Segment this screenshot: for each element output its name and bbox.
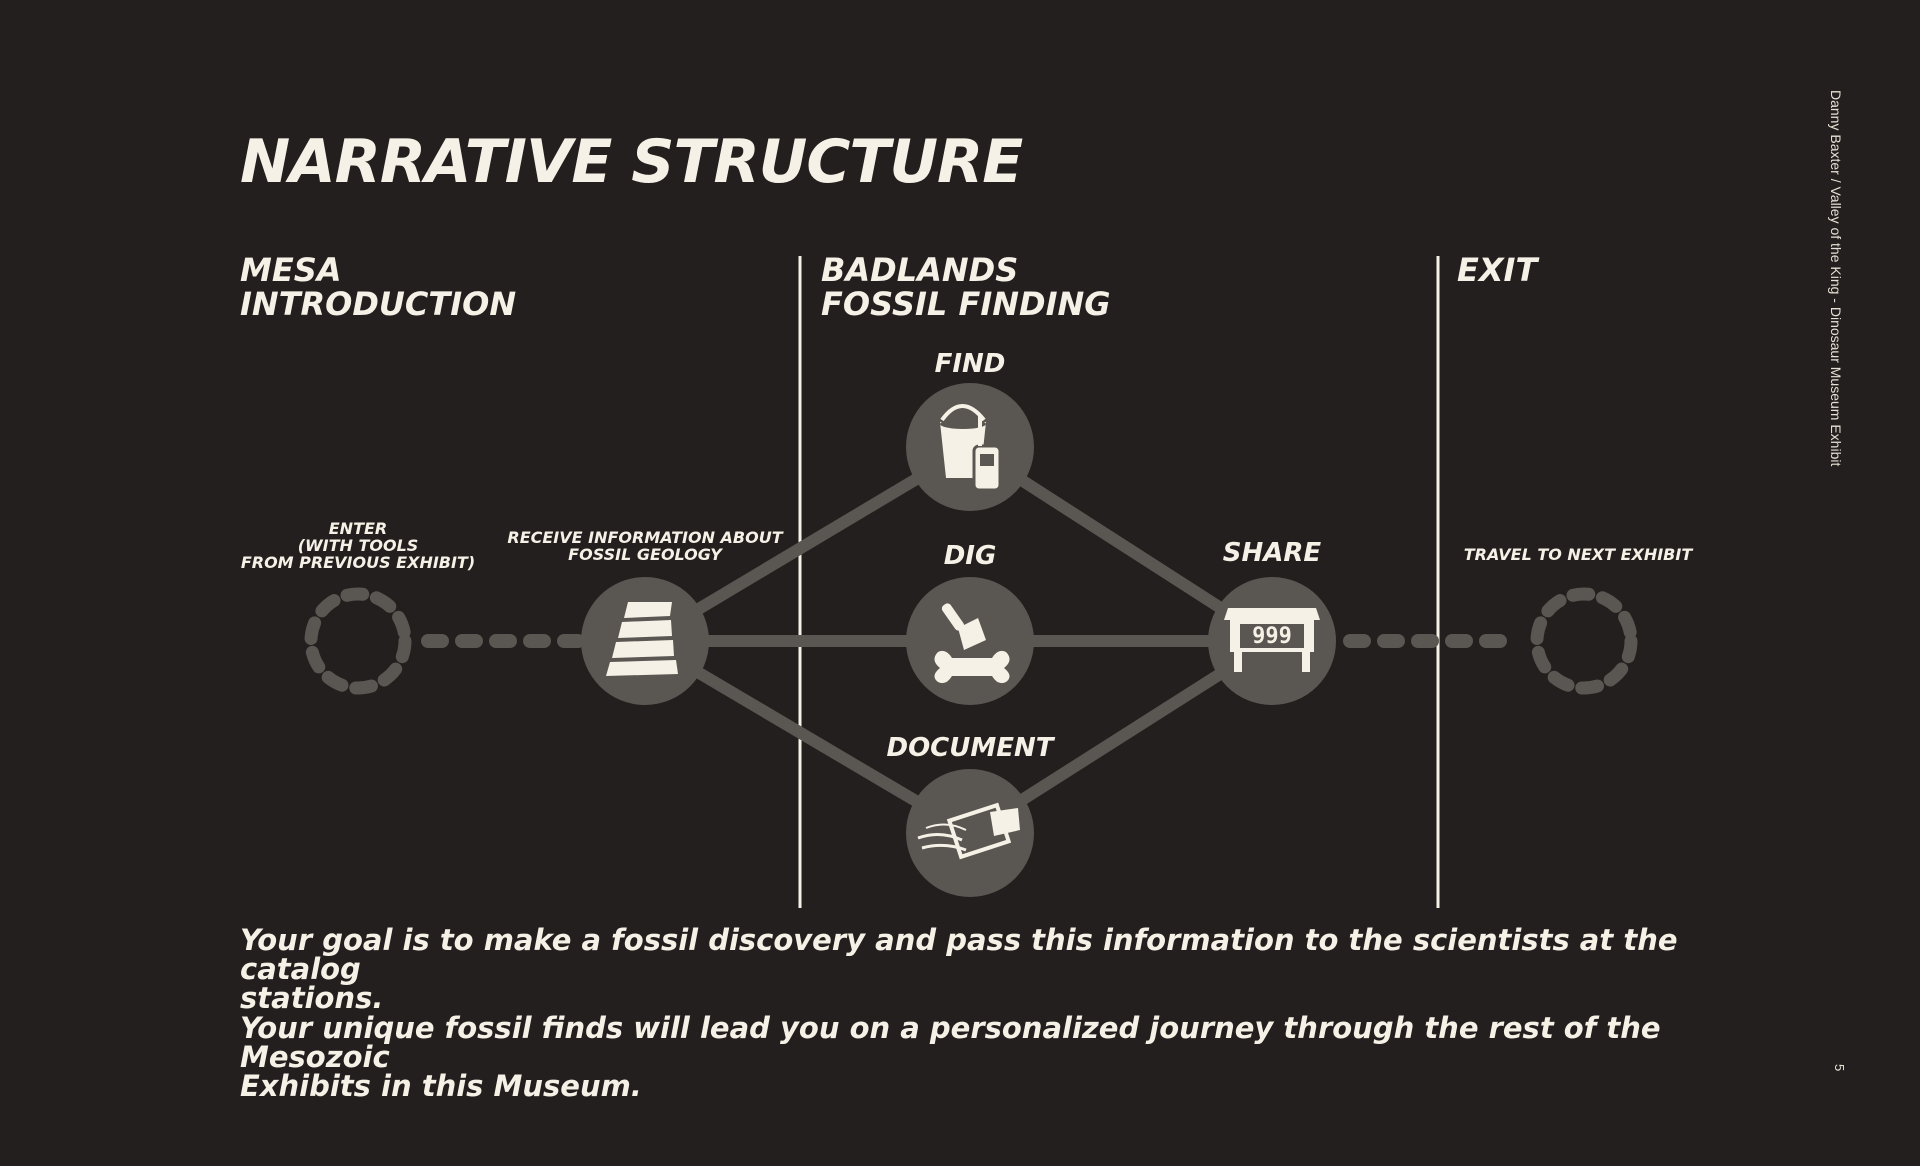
section-mesa-line1: MESA	[240, 251, 342, 289]
section-badlands-heading: BADLANDS FOSSIL FINDING	[821, 253, 1111, 321]
dig-label: DIG	[943, 541, 997, 571]
goal-2-line2: Exhibits in this Museum.	[240, 1069, 642, 1103]
document-label: DOCUMENT	[886, 733, 1054, 763]
page-number: 5	[1832, 1064, 1847, 1072]
goal-paragraph-1: Your goal is to make a fossil discovery …	[240, 926, 1680, 1013]
section-mesa-line2: INTRODUCTION	[240, 285, 517, 323]
receive-label-line2: FOSSIL GEOLOGY	[568, 545, 722, 564]
enter-point-circle	[304, 587, 412, 695]
goal-1-line1: Your goal is to make a fossil discovery …	[240, 923, 1678, 986]
enter-label-line3: FROM PREVIOUS EXHIBIT)	[240, 553, 476, 572]
section-badlands-line2: FOSSIL FINDING	[821, 285, 1111, 323]
exit-point-circle	[1530, 587, 1638, 695]
share-sign-number: 999	[1252, 624, 1292, 649]
section-exit-line1: EXIT	[1457, 251, 1538, 289]
author-credit: Danny Baxter / Valley of the King - Dino…	[1828, 90, 1844, 467]
section-badlands-line1: BADLANDS	[821, 251, 1019, 289]
enter-label-line1: ENTER	[328, 519, 388, 538]
section-mesa-heading: MESA INTRODUCTION	[240, 253, 516, 321]
find-node	[906, 383, 1034, 511]
goal-2-line1: Your unique fossil finds will lead you o…	[240, 1011, 1661, 1074]
brush-bone-icon	[934, 603, 1010, 684]
share-label: SHARE	[1222, 538, 1322, 568]
receive-label-line1: RECEIVE INFORMATION ABOUT	[507, 528, 783, 547]
goal-1-line2: stations.	[240, 981, 384, 1015]
section-exit-heading: EXIT	[1457, 253, 1537, 287]
share-node: 999	[1208, 577, 1336, 705]
receive-label: RECEIVE INFORMATION ABOUT FOSSIL GEOLOGY	[505, 529, 785, 563]
document-node	[906, 769, 1034, 897]
receive-node	[581, 577, 709, 705]
clipboard-fossil-icon	[917, 802, 1020, 860]
dig-node	[906, 577, 1034, 705]
catalog-station-icon	[1224, 608, 1320, 672]
enter-label-line2: (WITH TOOLS	[297, 536, 419, 555]
goal-paragraph-2: Your unique fossil finds will lead you o…	[240, 1014, 1680, 1101]
travel-label: TRAVEL TO NEXT EXHIBIT	[1463, 545, 1693, 564]
page-title: NARRATIVE STRUCTURE	[240, 127, 1023, 197]
enter-label: ENTER (WITH TOOLS FROM PREVIOUS EXHIBIT)	[238, 520, 478, 571]
find-label: FIND	[934, 349, 1006, 379]
bucket-radio-icon	[940, 404, 1002, 492]
rock-strata-icon	[606, 602, 678, 676]
